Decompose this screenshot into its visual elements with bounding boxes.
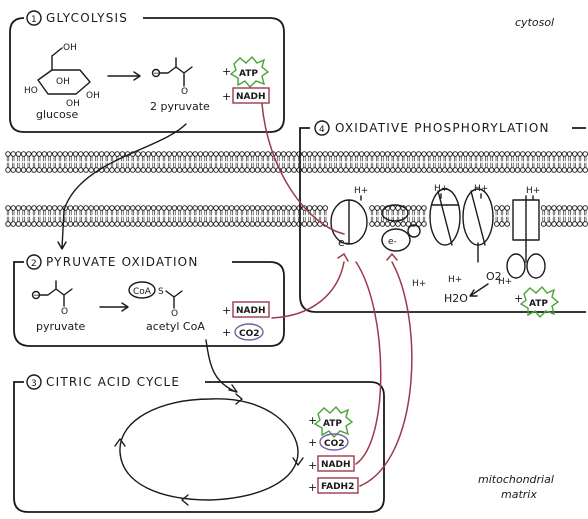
glycolysis-arrow xyxy=(107,71,141,81)
electron-label-2: e- xyxy=(388,237,397,247)
glucose-molecule: OH OH OH HO OH glucose xyxy=(24,43,100,121)
cac-plus-nadh: + xyxy=(308,459,317,472)
water-label: H2O xyxy=(444,292,468,305)
nadh-label-pyruvate-oxidation: NADH xyxy=(236,306,266,316)
oxphos-plus-atp: + xyxy=(514,292,523,305)
pyruvate-molecule-1: − O 2 pyruvate xyxy=(150,57,210,113)
co2-label-cac: CO2 xyxy=(324,439,345,449)
sulfur-label: S xyxy=(158,287,164,297)
atp-burst-cac: ATP xyxy=(313,405,354,439)
oh-label-3: OH xyxy=(86,91,100,101)
citric-acid-panel: 3 CITRIC ACID CYCLE + ATP + CO2 + NADH +… xyxy=(13,374,385,513)
inner-membrane xyxy=(5,205,588,227)
electron-label-1: e- xyxy=(338,236,349,249)
stage-3-number: 3 xyxy=(31,379,37,389)
glycolysis-plus-atp: + xyxy=(222,65,231,78)
stage-1-number: 1 xyxy=(31,15,37,25)
pyruvate-oxidation-box xyxy=(13,261,285,347)
glucose-label: glucose xyxy=(36,108,79,121)
ho-label: HO xyxy=(24,86,38,96)
pyruvate-molecule-2: − O pyruvate xyxy=(31,280,86,333)
outer-membrane xyxy=(5,151,588,173)
acetyl-coa-molecule: CoA S O acetyl CoA xyxy=(128,281,205,333)
proton-label-2: H+ xyxy=(434,184,448,194)
atp-label-cac: ATP xyxy=(323,419,342,429)
proton-label-3: H+ xyxy=(474,184,488,194)
pyruvate-transport-arrow xyxy=(57,123,187,250)
po-plus-co2: + xyxy=(222,326,231,339)
oxphos-title: OXIDATIVE PHOSPHORYLATION xyxy=(335,121,550,135)
nadh-box-glycolysis xyxy=(232,87,270,104)
stage-4-number: 4 xyxy=(319,125,325,135)
svg-text:−: − xyxy=(33,291,41,301)
glycolysis-plus-nadh: + xyxy=(222,90,231,103)
cac-plus-atp: + xyxy=(308,414,317,427)
nadh-label-glycolysis: NADH xyxy=(236,92,266,102)
svg-text:O: O xyxy=(181,87,188,97)
atp-synthase xyxy=(506,195,546,279)
fadh2-box-cac xyxy=(317,477,359,494)
glycolysis-box xyxy=(9,17,285,133)
acetyl-coa-label: acetyl CoA xyxy=(146,320,205,333)
matrix-label-line1: mitochondrial xyxy=(478,473,554,486)
citric-acid-title: CITRIC ACID CYCLE xyxy=(46,375,180,389)
ubiquinone xyxy=(381,204,409,222)
atp-burst-oxphos: ATP xyxy=(519,285,560,319)
proton-label-7: H+ xyxy=(498,277,512,287)
cac-plus-co2: + xyxy=(308,436,317,449)
oh-label-4: OH xyxy=(66,99,80,109)
pyruvate-2-label: 2 pyruvate xyxy=(150,100,210,113)
fadh2-label-cac: FADH2 xyxy=(321,482,354,492)
atp-label-glycolysis: ATP xyxy=(239,69,258,79)
proton-label-4: H+ xyxy=(526,186,540,196)
pyruvate-oxidation-arrow xyxy=(99,302,129,312)
stage-1-badge xyxy=(26,10,42,26)
coa-label: CoA xyxy=(133,287,152,297)
cytosol-label: cytosol xyxy=(515,16,554,29)
nadh-box-pyruvate-oxidation xyxy=(232,301,270,318)
electron-carrier-arrows xyxy=(261,103,413,487)
nadh-box-cac xyxy=(317,455,355,472)
svg-text:O: O xyxy=(171,309,178,319)
oxphos-box xyxy=(299,127,586,313)
stage-2-badge xyxy=(26,254,42,270)
proton-label-1: H+ xyxy=(354,186,368,196)
complex-3: e- xyxy=(381,228,411,252)
complex-3b xyxy=(429,188,461,246)
oh-label-2: OH xyxy=(56,77,70,87)
stage-2-number: 2 xyxy=(31,259,37,269)
pyruvate-oxidation-panel: 2 PYRUVATE OXIDATION − O pyruvate CoA S … xyxy=(13,254,285,347)
cac-plus-fadh2: + xyxy=(308,481,317,494)
oxphos-panel: 4 OXIDATIVE PHOSPHORYLATION e- e- xyxy=(299,120,586,319)
co2-bubble-pyruvate-oxidation xyxy=(234,323,264,341)
atp-label-oxphos: ATP xyxy=(529,299,548,309)
acetyl-coa-arrow xyxy=(205,339,238,393)
proton-label-6: H+ xyxy=(448,275,462,285)
po-plus-nadh: + xyxy=(222,304,231,317)
glycolysis-title: GLYCOLYSIS xyxy=(46,11,128,25)
glycolysis-panel: 1 GLYCOLYSIS OH OH OH HO OH glucose − O … xyxy=(9,10,285,133)
matrix-label-line2: matrix xyxy=(501,488,537,501)
stage-3-badge xyxy=(26,374,42,390)
atp-burst-glycolysis: ATP xyxy=(229,55,270,89)
nadh-label-cac: NADH xyxy=(321,460,351,470)
pyruvate-label: pyruvate xyxy=(36,320,86,333)
svg-text:O: O xyxy=(61,307,68,317)
complex-1: e- xyxy=(330,199,368,249)
co2-label-pyruvate-oxidation: CO2 xyxy=(239,329,260,339)
complex-4 xyxy=(462,188,494,263)
oh-label-1: OH xyxy=(63,43,77,53)
water-arrow xyxy=(469,283,489,297)
proton-label-5: H+ xyxy=(412,279,426,289)
stage-4-badge xyxy=(314,120,330,136)
cytochrome-c xyxy=(407,224,421,238)
svg-text:−: − xyxy=(153,69,161,79)
co2-bubble-cac xyxy=(319,433,349,451)
oxygen-label: O2 xyxy=(486,270,502,283)
krebs-cycle-loop xyxy=(119,398,299,501)
pyruvate-oxidation-title: PYRUVATE OXIDATION xyxy=(46,255,199,269)
